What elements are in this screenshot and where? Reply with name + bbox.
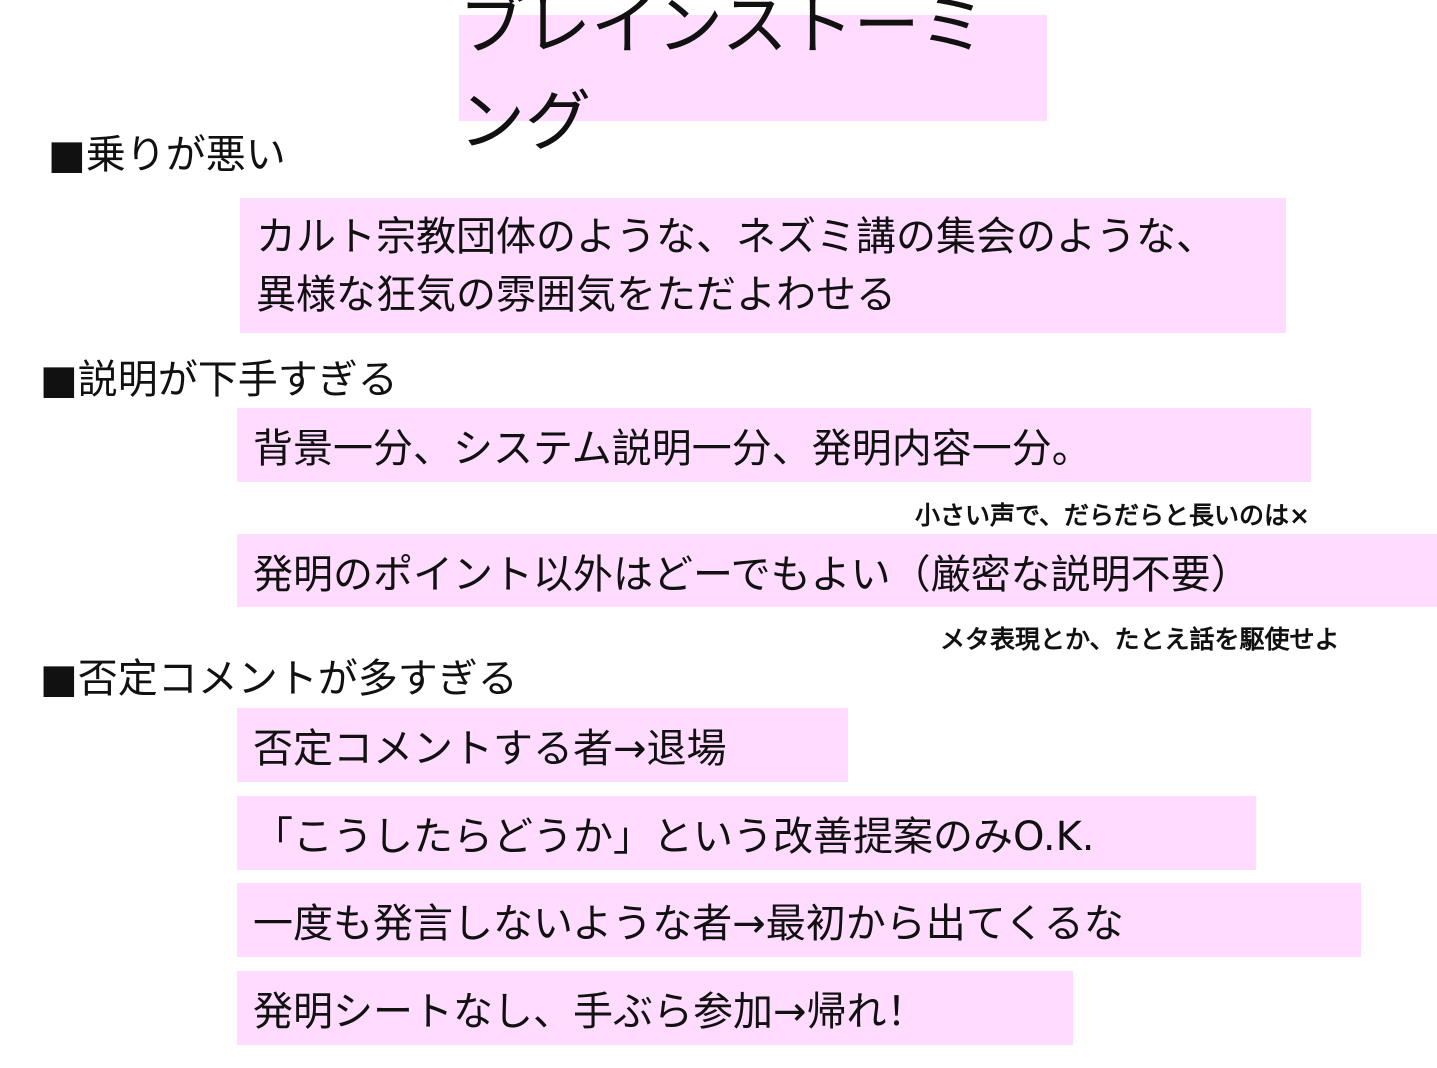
section-heading-1: ■乗りが悪い (48, 132, 286, 178)
note: 小さい声で、だらだらと長いのは× (915, 501, 1310, 530)
note: メタ表現とか、たとえ話を駆使せよ (940, 625, 1340, 654)
section-1-item: カルト宗教団体のような、ネズミ講の集会のような、 異様な狂気の雰囲気をただよわせ… (240, 198, 1286, 333)
section-heading-2: ■説明が下手すぎる (40, 357, 398, 403)
item-line: 異様な狂気の雰囲気をただよわせる (256, 272, 896, 318)
item-line: カルト宗教団体のような、ネズミ講の集会のような、 (256, 214, 1216, 260)
section-heading-3: ■否定コメントが多すぎる (40, 656, 518, 702)
section-3-item: 一度も発言しないような者→最初から出てくるな (237, 883, 1361, 957)
section-3-item: 「こうしたらどうか」という改善提案のみO.K. (237, 796, 1256, 870)
section-3-item: 発明シートなし、手ぶら参加→帰れ！ (237, 971, 1073, 1045)
slide-title: ブレインストーミング (459, 0, 1047, 160)
section-2-item: 背景一分、システム説明一分、発明内容一分。 (237, 408, 1311, 482)
section-2-item: 発明のポイント以外はどーでもよい（厳密な説明不要） (237, 534, 1437, 607)
section-3-item: 否定コメントする者→退場 (237, 708, 848, 782)
